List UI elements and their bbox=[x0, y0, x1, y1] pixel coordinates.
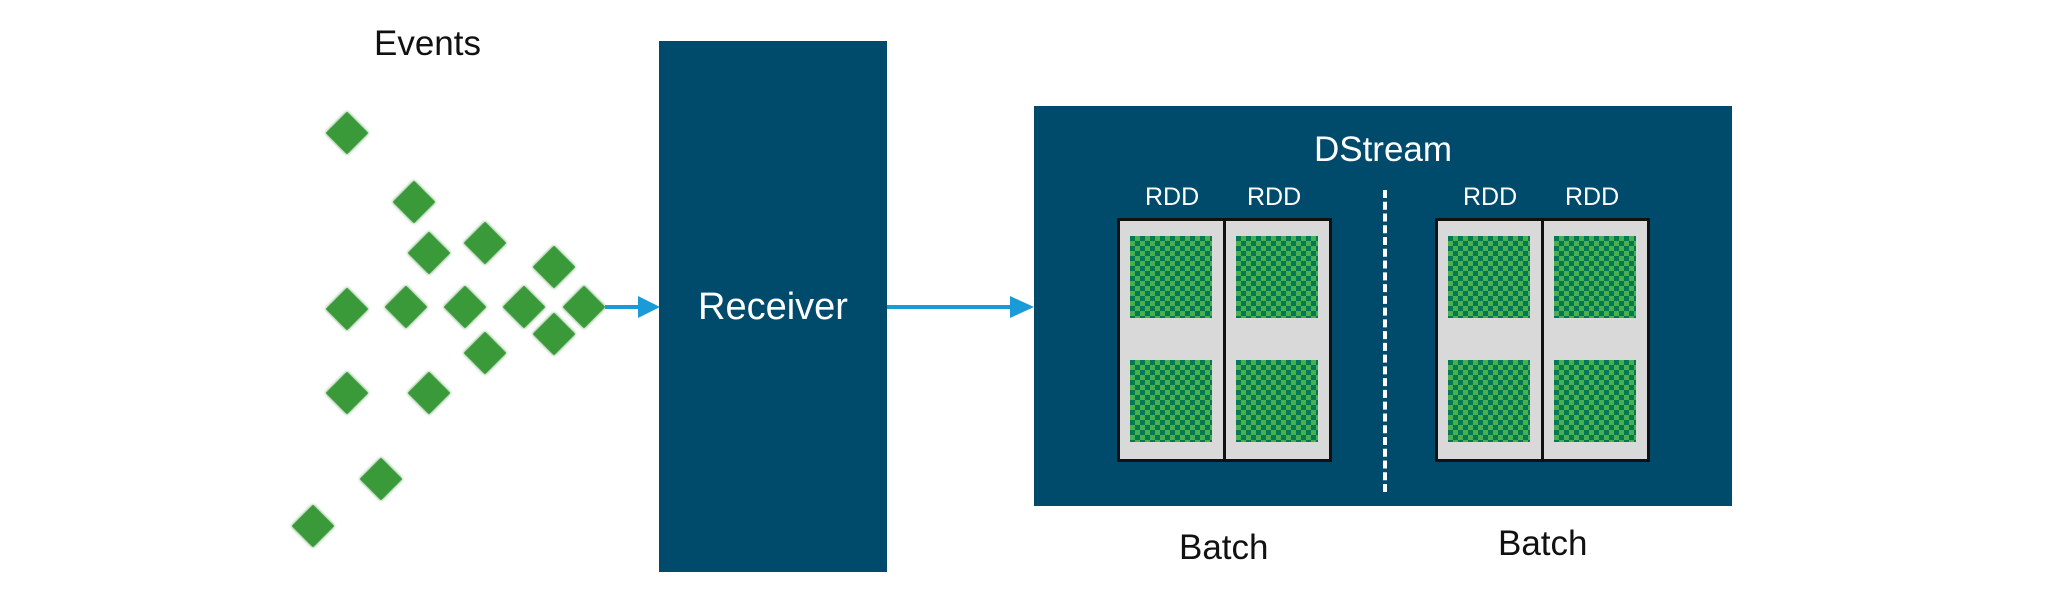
receiver-label: Receiver bbox=[698, 286, 848, 328]
receiver-block: Receiver bbox=[659, 41, 887, 572]
data-chunk bbox=[1130, 360, 1212, 442]
data-chunk bbox=[1236, 360, 1318, 442]
events-title: Events bbox=[374, 24, 481, 63]
data-chunk bbox=[1236, 236, 1318, 318]
batch-separator bbox=[1383, 190, 1387, 492]
arrow-receiver-to-dstream bbox=[887, 296, 1034, 318]
batch-box-1 bbox=[1117, 218, 1332, 462]
dstream-label: DStream bbox=[1313, 130, 1453, 169]
dstream-block: DStream RDD RDD RDD RDD bbox=[1034, 106, 1732, 506]
rdd-label: RDD bbox=[1247, 183, 1302, 211]
rdd-divider bbox=[1541, 221, 1544, 459]
rdd-divider bbox=[1223, 221, 1226, 459]
arrow-events-to-receiver bbox=[605, 296, 660, 318]
data-chunk bbox=[1448, 236, 1530, 318]
batch-box-2 bbox=[1435, 218, 1650, 462]
rdd-label: RDD bbox=[1463, 183, 1518, 211]
data-chunk bbox=[1554, 236, 1636, 318]
data-chunk bbox=[1448, 360, 1530, 442]
batch-label-1: Batch bbox=[1179, 528, 1269, 567]
data-chunk bbox=[1554, 360, 1636, 442]
data-chunk bbox=[1130, 236, 1212, 318]
rdd-label: RDD bbox=[1565, 183, 1620, 211]
rdd-label: RDD bbox=[1145, 183, 1200, 211]
batch-label-2: Batch bbox=[1498, 524, 1588, 563]
